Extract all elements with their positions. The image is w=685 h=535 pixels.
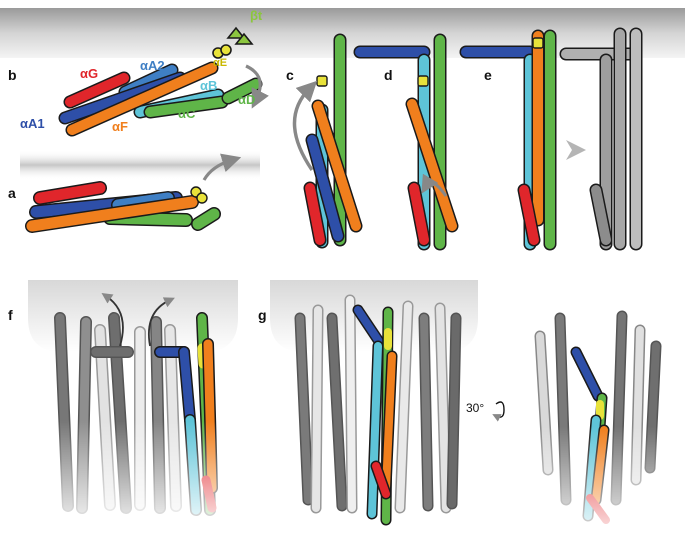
rotated-view-fade <box>500 300 680 530</box>
rotation-arrow-icon <box>492 401 505 422</box>
label-helix-bt: βt <box>250 8 263 23</box>
panel-a-arrow <box>202 153 242 181</box>
label-helix-b: αB <box>200 78 217 93</box>
panel-letter-g: g <box>258 307 267 323</box>
panel-letter-f: f <box>8 307 13 323</box>
panel-f-arrow-left <box>101 293 124 347</box>
panel-letter-b: b <box>8 67 17 83</box>
panel-c-helices <box>303 33 363 249</box>
label-helix-d: αD <box>238 92 255 107</box>
panel-b-arrow <box>245 64 269 109</box>
panel-e-grey-model <box>559 27 643 251</box>
panel-a-helices <box>25 181 221 233</box>
panel-d-arrow <box>421 173 448 197</box>
panel-e-helices <box>459 29 557 251</box>
panel-b-helices <box>58 26 263 137</box>
panel-letter-e: e <box>484 67 492 83</box>
panel-d-helices <box>353 33 459 251</box>
panel-c-arrow <box>292 80 318 171</box>
panel-g-helices <box>294 294 462 526</box>
panel-e-grey-arrowhead <box>566 140 586 160</box>
label-helix-e: αE <box>213 57 227 69</box>
label-helix-c: αC <box>178 106 196 121</box>
label-helix-a2: αA2 <box>140 58 165 73</box>
label-helix-g: αG <box>80 66 98 81</box>
panel-letter-d: d <box>384 67 393 83</box>
panel-letter-a: a <box>8 185 16 201</box>
panel-f-arrow-right <box>148 297 175 347</box>
label-helix-f: αF <box>112 119 128 134</box>
panel-letter-c: c <box>286 67 294 83</box>
label-helix-a1: αA1 <box>20 116 45 131</box>
panel-f-fade <box>28 300 238 520</box>
membrane-panel-a <box>20 150 260 180</box>
rotation-label: 30° <box>466 401 484 415</box>
